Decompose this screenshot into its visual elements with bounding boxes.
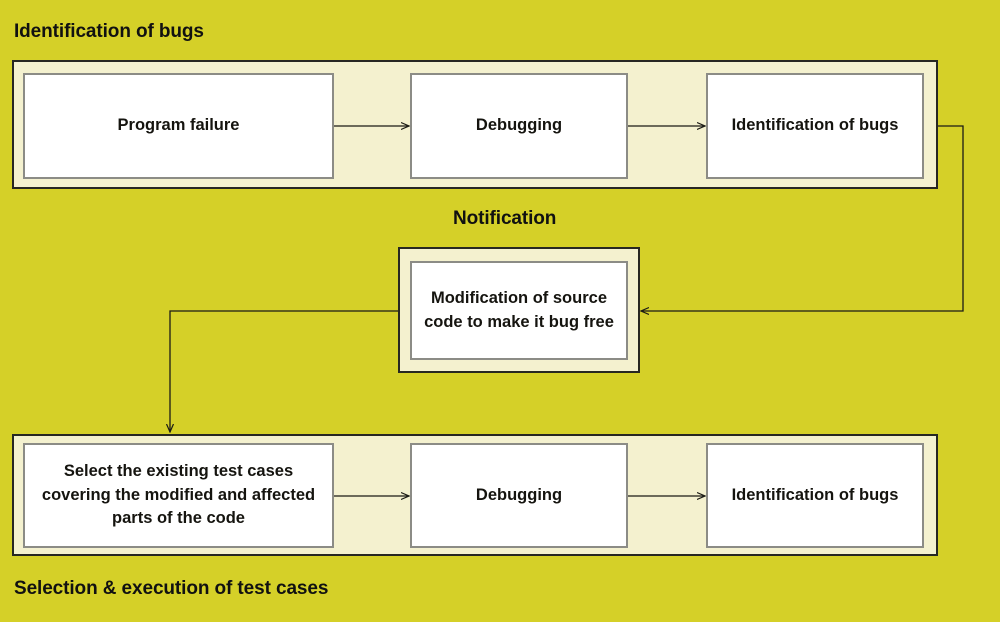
node-label: Program failure — [117, 116, 240, 135]
node-label: Modification of source code to make it b… — [424, 289, 614, 331]
node-label: Identification of bugs — [731, 485, 899, 504]
connector-modification-to-select-test-cases — [170, 310, 398, 432]
caption-selection-execution: Selection & execution of test cases — [14, 578, 329, 599]
node-modification-of-source-code[interactable]: Modification of source code to make it b… — [410, 261, 628, 360]
node-identification-of-bugs-top[interactable]: Identification of bugs — [706, 73, 924, 179]
node-label: Select the existing test cases covering … — [41, 462, 316, 528]
node-label: Identification of bugs — [731, 116, 899, 135]
node-select-existing-test-cases[interactable]: Select the existing test cases covering … — [23, 443, 334, 548]
caption-identification-of-bugs: Identification of bugs — [14, 21, 204, 42]
node-label: Debugging — [475, 116, 563, 135]
node-debugging-top[interactable]: Debugging — [410, 73, 628, 179]
node-label: Debugging — [475, 485, 563, 504]
node-program-failure[interactable]: Program failure — [23, 73, 334, 179]
node-debugging-bottom[interactable]: Debugging — [410, 443, 628, 548]
caption-notification: Notification — [453, 208, 557, 229]
node-identification-of-bugs-bottom[interactable]: Identification of bugs — [706, 443, 924, 548]
